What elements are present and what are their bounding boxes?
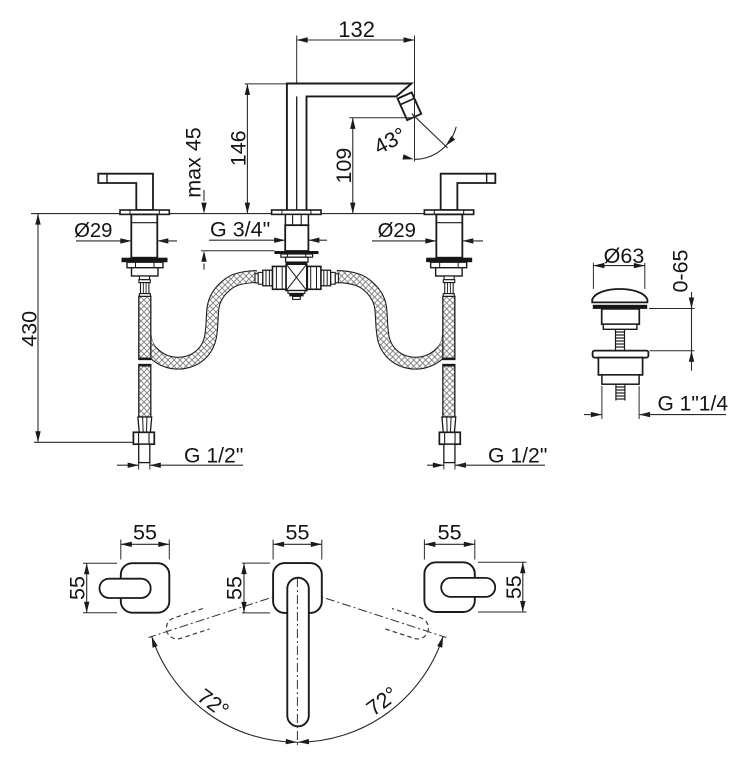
svg-text:55: 55 [502, 575, 526, 599]
svg-text:132: 132 [338, 17, 375, 42]
svg-text:55: 55 [286, 521, 310, 545]
svg-text:430: 430 [17, 311, 41, 347]
svg-text:72°: 72° [362, 682, 402, 721]
svg-text:Ø29: Ø29 [378, 220, 416, 242]
svg-text:0-65: 0-65 [669, 249, 693, 292]
svg-text:55: 55 [438, 521, 462, 545]
svg-text:G 1/2": G 1/2" [184, 445, 243, 468]
svg-text:max 45: max 45 [182, 127, 206, 198]
svg-text:55: 55 [133, 521, 157, 545]
svg-text:109: 109 [332, 148, 356, 184]
svg-text:G 1"1/4: G 1"1/4 [658, 393, 729, 416]
svg-text:72°: 72° [193, 684, 233, 723]
svg-text:G 3/4": G 3/4" [210, 218, 270, 242]
svg-text:G 1/2": G 1/2" [488, 445, 547, 468]
svg-text:55: 55 [65, 576, 89, 600]
svg-text:43°: 43° [370, 123, 410, 159]
svg-text:55: 55 [223, 576, 247, 600]
svg-text:Ø29: Ø29 [74, 220, 112, 242]
svg-text:146: 146 [227, 130, 251, 166]
